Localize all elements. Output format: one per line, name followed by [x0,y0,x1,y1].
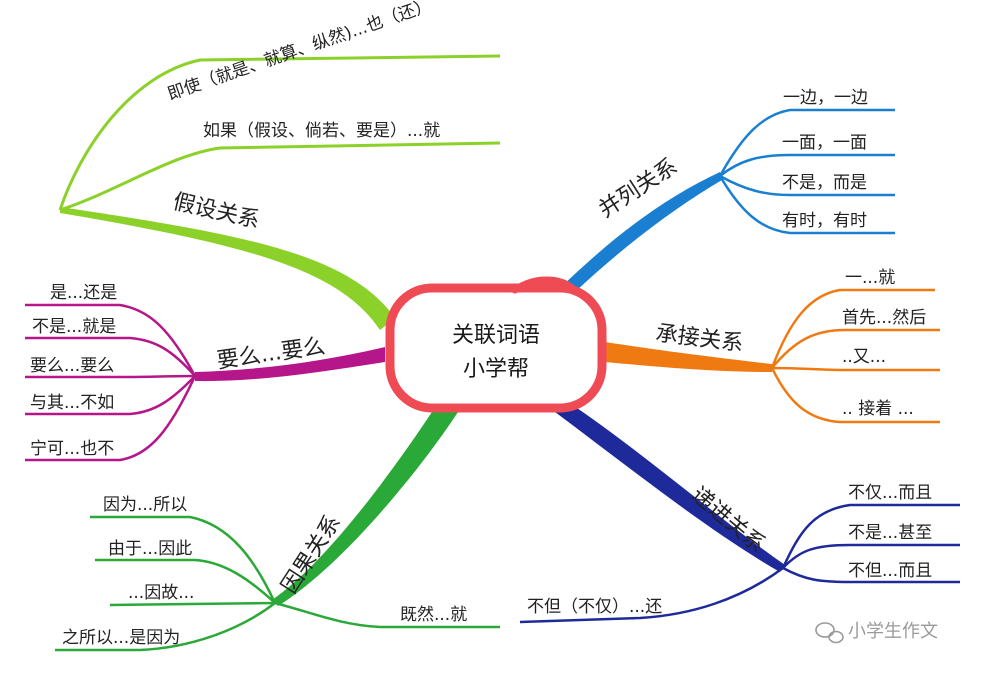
branch-chengjie-item-1: 一...就 [845,268,895,288]
branch-yaome-twig-1 [25,303,197,377]
branch-dijin-label: 递进关系 [686,482,769,558]
branch-dijin-twig-1 [781,503,960,569]
branch-yaome-item-3: 要么...要么 [30,356,114,376]
center-node-brush-tail [511,276,576,294]
branch-chengjie-item-3: ..又... [842,347,886,367]
branch-binglie-twig-3 [719,174,895,197]
branch-chengjie-twig-2 [771,328,940,369]
watermark: 小学生作文 [815,621,938,644]
branch-dijin-twig-2 [782,543,960,569]
branch-binglie-trunk [560,172,722,292]
branch-dijin-trunk [555,402,785,572]
branch-yaome-twig-4 [25,375,196,416]
branch-yinguo-item-5: 既然...就 [400,605,467,625]
branch-jiashe-trunk [60,207,395,330]
branch-yaome-item-5: 宁可...也不 [30,439,114,459]
branch-binglie-twig-1 [718,108,895,177]
branch-dijin-item-1: 不仅...而且 [848,483,932,503]
branch-binglie-twig-4 [718,175,895,235]
branch-chengjie-trunk [605,342,772,372]
branch-yaome-twig-2 [25,336,196,377]
branch-dijin-twig-4 [519,566,784,624]
branch-yaome-twig-5 [25,375,197,462]
branch-yinguo-twig-4 [55,602,276,652]
branch-yinguo-item-2: 由于...因此 [108,539,192,559]
branch-dijin-item-4: 不但（不仅）...还 [527,597,662,617]
branch-jiashe-item-1: 即使（就是、就算、纵然)...也（还） [165,0,435,105]
branch-yinguo-twig-2 [95,558,276,604]
branch-jiashe-twig-2 [59,141,501,212]
wechat-icon [815,622,844,644]
branch-chengjie: 一...就 首先...然后 ..又... .. 接着 ... 承接关系 [605,268,940,424]
branch-yaome: 是...还是 不是...就是 要么...要么 与其...不如 宁可...也不 要… [25,283,385,462]
branch-jiashe-item-2: 如果（假设、倘若、要是）...就 [203,121,440,141]
branch-binglie-twig-2 [719,153,895,177]
branch-yinguo-item-3: ...因故... [128,583,194,603]
branch-chengjie-twig-3 [771,366,940,372]
branch-dijin-item-2: 不是...甚至 [848,523,932,543]
branch-yinguo-item-1: 因为...所以 [103,495,187,515]
branch-yinguo-twig-1 [90,515,277,604]
center-title-line2: 小学帮 [463,357,529,382]
branch-yinguo-twig-3 [109,601,276,607]
branch-yaome-twig-3 [25,374,196,379]
branch-chengjie-item-4: .. 接着 ... [842,399,914,419]
branch-yinguo: 因为...所以 由于...因此 ...因故... 之所以...是因为 既然...… [55,412,500,652]
branch-binglie-item-2: 一面，一面 [782,133,867,153]
branch-binglie-item-3: 不是，而是 [782,173,867,193]
branch-dijin-item-3: 不但...而且 [848,561,932,581]
branch-dijin-twig-3 [782,566,960,584]
branch-yinguo-trunk [272,412,458,606]
branch-chengjie-twig-4 [770,367,940,424]
branch-jiashe: 即使（就是、就算、纵然)...也（还） 如果（假设、倘若、要是）...就 假设关… [58,0,501,330]
branch-dijin: 不仅...而且 不是...甚至 不但...而且 不但（不仅）...还 递进关系 [519,402,960,624]
center-node: 关联词语 小学帮 [385,276,607,413]
branch-chengjie-twig-1 [770,288,935,369]
branch-chengjie-item-2: 首先...然后 [842,308,926,328]
branch-jiashe-twig-1 [58,54,501,211]
branch-binglie: 一边，一边 一面，一面 不是，而是 有时，有时 并列关系 [560,88,895,292]
center-node-box [385,283,607,413]
branch-yaome-trunk [195,347,385,382]
branch-binglie-item-1: 一边，一边 [783,88,868,108]
branch-binglie-item-4: 有时，有时 [782,211,867,231]
branch-yinguo-item-4: 之所以...是因为 [62,628,180,648]
branch-yaome-item-1: 是...还是 [50,283,117,303]
branch-yaome-item-2: 不是...就是 [32,317,116,337]
center-title-line1: 关联词语 [452,323,540,348]
branch-yaome-item-4: 与其...不如 [30,393,114,413]
branch-yinguo-twig-5 [274,601,500,629]
watermark-text: 小学生作文 [848,621,938,642]
